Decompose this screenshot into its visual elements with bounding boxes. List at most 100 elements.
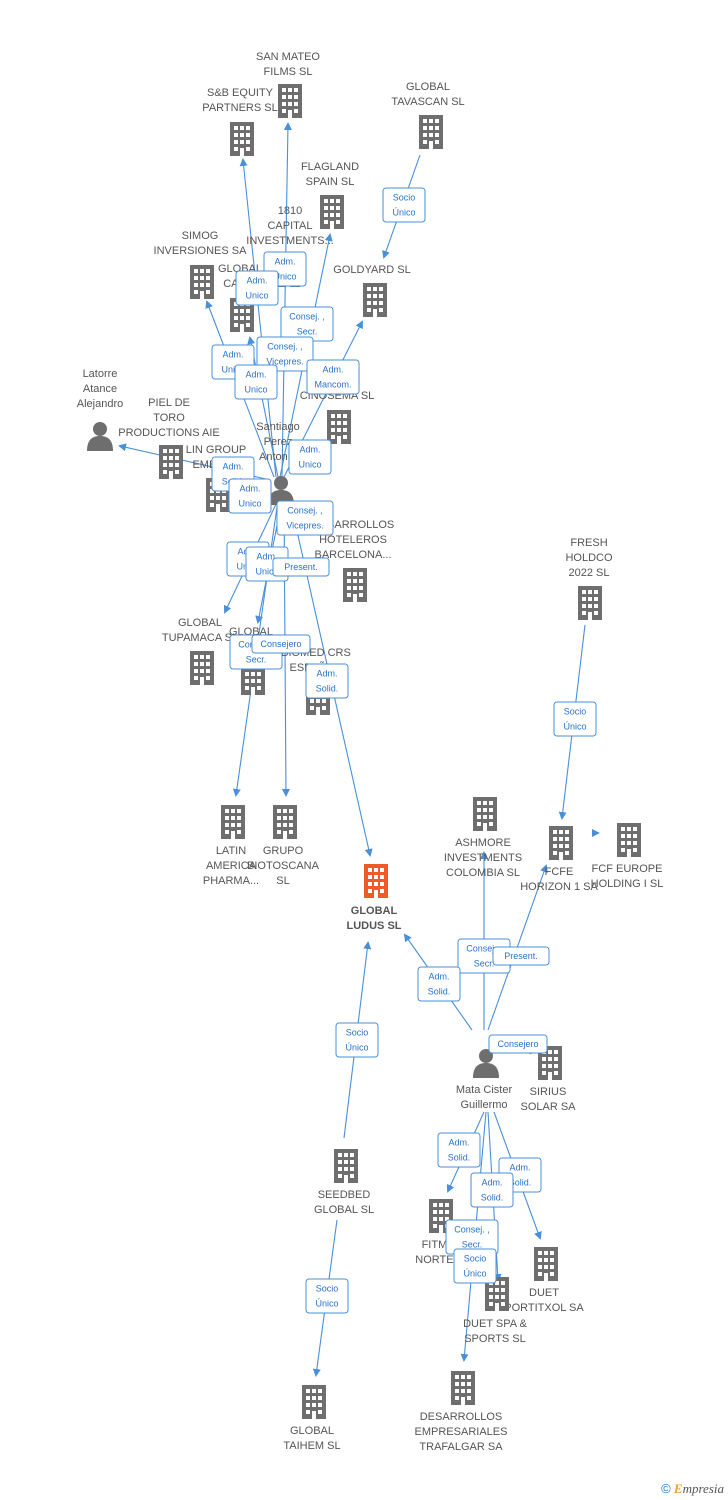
relation-badge-box	[553, 701, 597, 737]
relation-badge[interactable]: Consej. ,Vicepres.	[276, 500, 334, 536]
relation-badge-box	[437, 1132, 481, 1168]
relation-badge-text: Adm.	[316, 669, 337, 679]
building-icon	[334, 1149, 358, 1183]
relation-badge[interactable]: Adm.Solid.	[437, 1132, 481, 1168]
building-icon	[343, 568, 367, 602]
relation-badge-text: Adm.	[245, 370, 266, 380]
relation-badge[interactable]: Adm.Mancom.	[306, 359, 360, 395]
company-node-capital1810[interactable]: 1810CAPITALINVESTMENTS...	[246, 205, 334, 287]
company-label-line: TORO	[153, 412, 185, 424]
relation-badge-box	[453, 1248, 497, 1284]
relation-badge[interactable]: Present.	[272, 557, 330, 577]
relation-badge-text: Vicepres.	[286, 521, 323, 531]
relation-badge[interactable]: Consej. ,Vicepres.	[256, 336, 314, 372]
relation-badge-text: Único	[563, 722, 586, 732]
relation-badge-box	[228, 478, 272, 514]
relation-badge[interactable]: Adm.Solid.	[417, 966, 461, 1002]
relation-badge-text: Solid.	[481, 1193, 504, 1203]
relation-badge[interactable]: Adm.Unico	[228, 478, 272, 514]
relation-badge-box	[276, 500, 334, 536]
company-label-line: AMERICA	[206, 860, 257, 872]
relation-badge-text: Secr.	[246, 655, 267, 665]
building-icon	[278, 84, 302, 118]
relation-badge-text: Present.	[284, 562, 318, 572]
person-label-line: Atance	[83, 383, 117, 395]
relation-badge-text: Adm.	[509, 1163, 530, 1173]
relation-badge-box	[335, 1022, 379, 1058]
relation-badge-text: Único	[345, 1043, 368, 1053]
relation-badge[interactable]: Consejero	[251, 634, 311, 654]
relation-badge-text: Único	[392, 208, 415, 218]
relation-badge[interactable]: Adm.Unico	[235, 270, 279, 306]
company-label-line: SPAIN SL	[306, 176, 355, 188]
person-node-santiago[interactable]: SantiagoPerezAnton...	[256, 421, 300, 505]
relation-badge[interactable]: Adm.Solid.	[305, 663, 349, 699]
relation-badge[interactable]: Adm.Unico	[288, 439, 332, 475]
relation-badge[interactable]: Adm.Solid.	[470, 1172, 514, 1208]
company-node-flagland[interactable]: FLAGLAND SPAIN SL	[301, 161, 359, 229]
company-label-line: GLOBAL	[406, 81, 450, 93]
company-label-line: GRUPO	[263, 845, 304, 857]
relation-badge-text: Socio	[564, 707, 587, 717]
relation-badge-text: Adm.	[322, 365, 343, 375]
relation-badge-text: Unico	[245, 291, 268, 301]
relation-badge-box	[492, 946, 550, 966]
person-label-line: Alejandro	[77, 398, 123, 410]
relation-badge[interactable]: Consej. ,Secr.	[280, 306, 334, 342]
relation-badge-box	[234, 364, 278, 400]
relation-badge-text: Unico	[273, 272, 296, 282]
copyright-icon: ©	[661, 1481, 671, 1496]
person-label-line: Perez	[264, 436, 293, 448]
relation-badge-text: Consej. ,	[289, 312, 325, 322]
relation-badge-text: Único	[315, 1299, 338, 1309]
person-label-line: Mata Cister	[456, 1084, 513, 1096]
company-label-line: EMPRESARIALES	[415, 1426, 508, 1438]
building-icon	[534, 1247, 558, 1281]
relation-badge-box	[470, 1172, 514, 1208]
company-label-line: GLOBAL	[178, 617, 222, 629]
building-icon	[190, 265, 214, 299]
company-label-line: FLAGLAND	[301, 161, 359, 173]
relation-badge[interactable]: Present.	[492, 946, 550, 966]
company-node-duet-spa[interactable]: DUET SPA &SPORTS SL	[463, 1277, 528, 1345]
company-label-line: DESARROLLOS	[420, 1411, 503, 1423]
company-label-line: HOLDCO	[565, 552, 613, 564]
company-node-cinosema[interactable]: CINOSEMA SL	[300, 390, 375, 444]
relation-badge-box	[256, 336, 314, 372]
company-label-line: LATIN	[216, 845, 246, 857]
relation-badge-text: Socio	[346, 1028, 369, 1038]
brand-logo-initial: E	[673, 1481, 683, 1496]
company-label-line: BARCELONA...	[314, 549, 391, 561]
company-node-goldyard[interactable]: GOLDYARD SL	[333, 264, 411, 317]
relation-badge-text: Unico	[298, 460, 321, 470]
relation-badge[interactable]: Consejero	[488, 1034, 548, 1054]
company-node-latin-america[interactable]: LATINAMERICAPHARMA...	[203, 805, 259, 887]
relation-badge[interactable]: Adm.Unico	[234, 364, 278, 400]
relation-badge[interactable]: Consej. ,Secr.	[445, 1219, 499, 1255]
